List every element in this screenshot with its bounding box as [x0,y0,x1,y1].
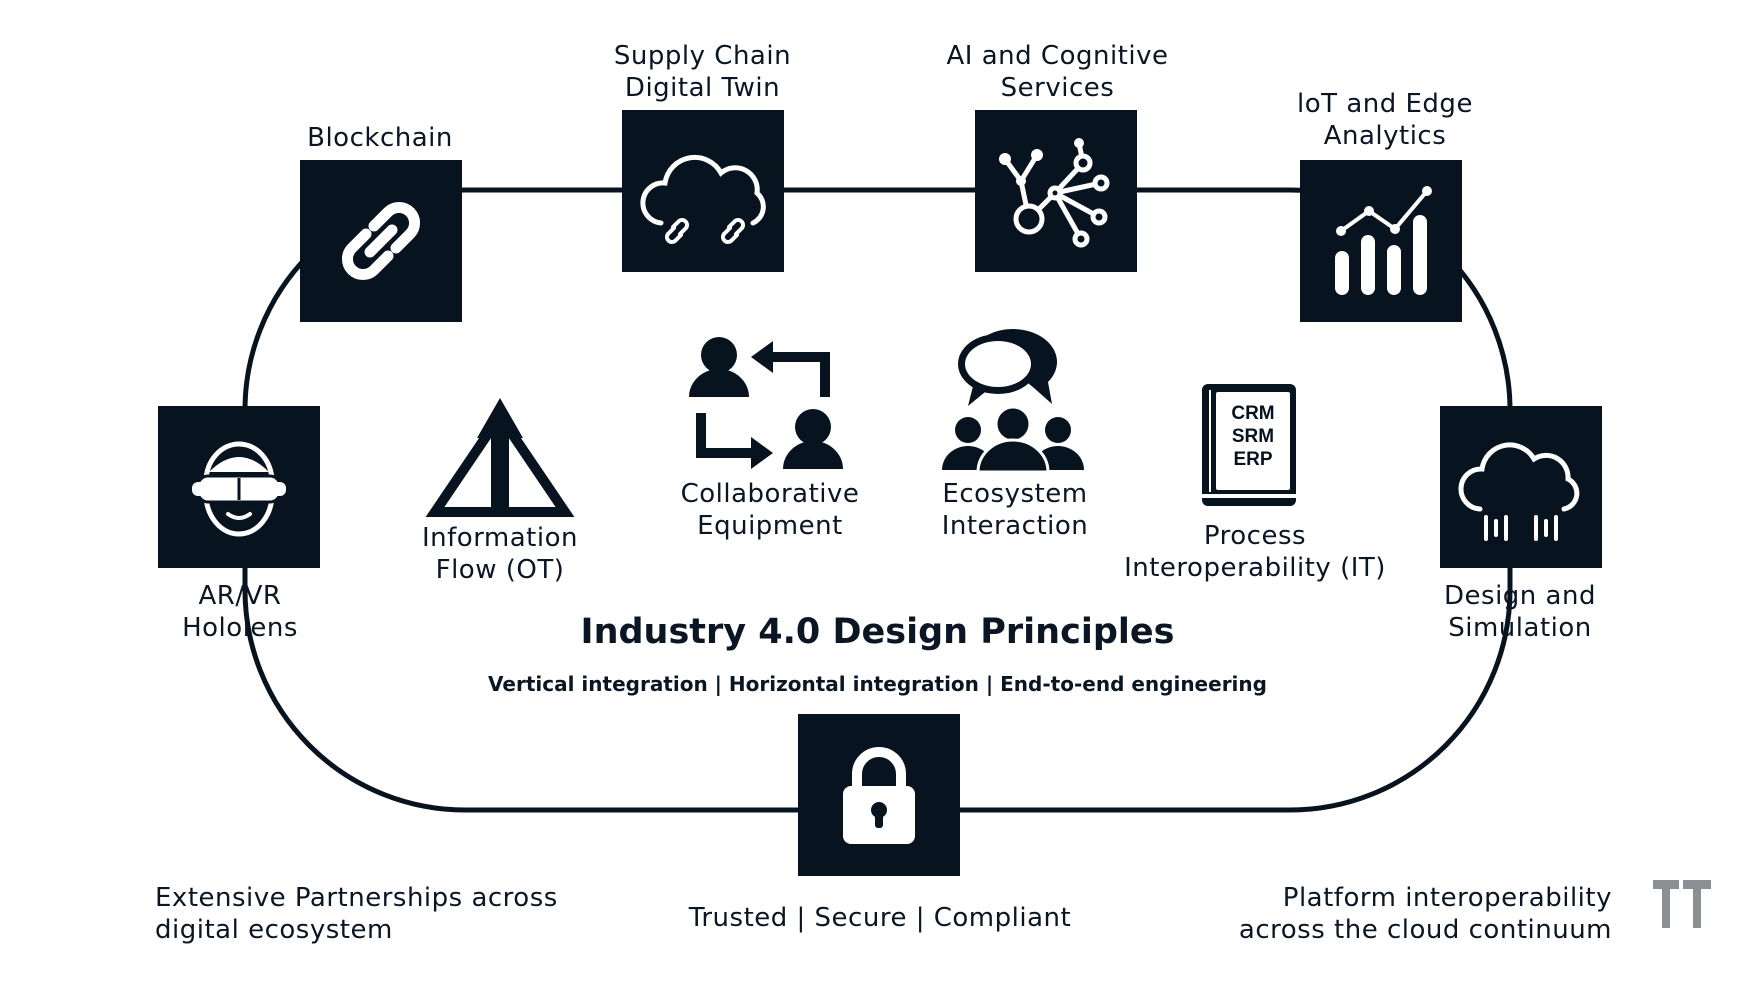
design-simulation-tile[interactable] [1440,406,1602,568]
group-chat-icon [942,328,1084,472]
iot-edge-label: loT and Edge Analytics [1297,89,1473,151]
triangle-arrow-icon [425,398,575,517]
cloud-rain-icon [1458,442,1580,541]
people-exchange-icon [689,337,843,469]
diagram-subtitle: Vertical integration | Horizontal integr… [488,672,1267,696]
security-label: Trusted | Secure | Compliant [688,903,1072,933]
ar-vr-label: AR/VR Hololens [182,581,298,643]
footer-right-text: Platform interoperability across the clo… [1238,883,1612,945]
book-line-srm: SRM [1231,426,1275,447]
padlock-icon [843,747,915,844]
bar-line-chart-icon [1335,186,1432,295]
supply-chain-tile[interactable] [622,110,784,272]
process-label: Process Interoperability (IT) [1124,521,1386,583]
collab-label: Collaborative Equipment [680,479,860,541]
brand-logo-icon [1653,880,1711,928]
iot-edge-tile[interactable] [1300,160,1462,322]
chain-link-icon [341,201,421,281]
diagram-title: Industry 4.0 Design Principles [580,612,1175,652]
ai-cognitive-tile[interactable] [975,110,1137,272]
supply-chain-label: Supply Chain Digital Twin [613,41,792,103]
cloud-link-icon [640,154,766,244]
book-icon: CRM SRM ERP [1198,382,1300,510]
ecosystem-label: Ecosystem Interaction [941,479,1089,541]
info-flow-label: Information Flow (OT) [421,523,578,585]
blockchain-label: Blockchain [307,123,453,153]
design-simulation-label: Design and Simulation [1444,581,1596,643]
footer-left-text: Extensive Partnerships across digital ec… [155,883,558,945]
book-line-crm: CRM [1231,403,1275,424]
security-tile[interactable] [798,714,960,876]
neural-network-icon [999,138,1110,248]
ai-cognitive-label: AI and Cognitive Services [946,41,1169,103]
blockchain-tile[interactable] [300,160,462,322]
ar-vr-tile[interactable] [158,406,320,568]
vr-headset-icon [192,441,286,537]
book-line-erp: ERP [1233,449,1273,470]
